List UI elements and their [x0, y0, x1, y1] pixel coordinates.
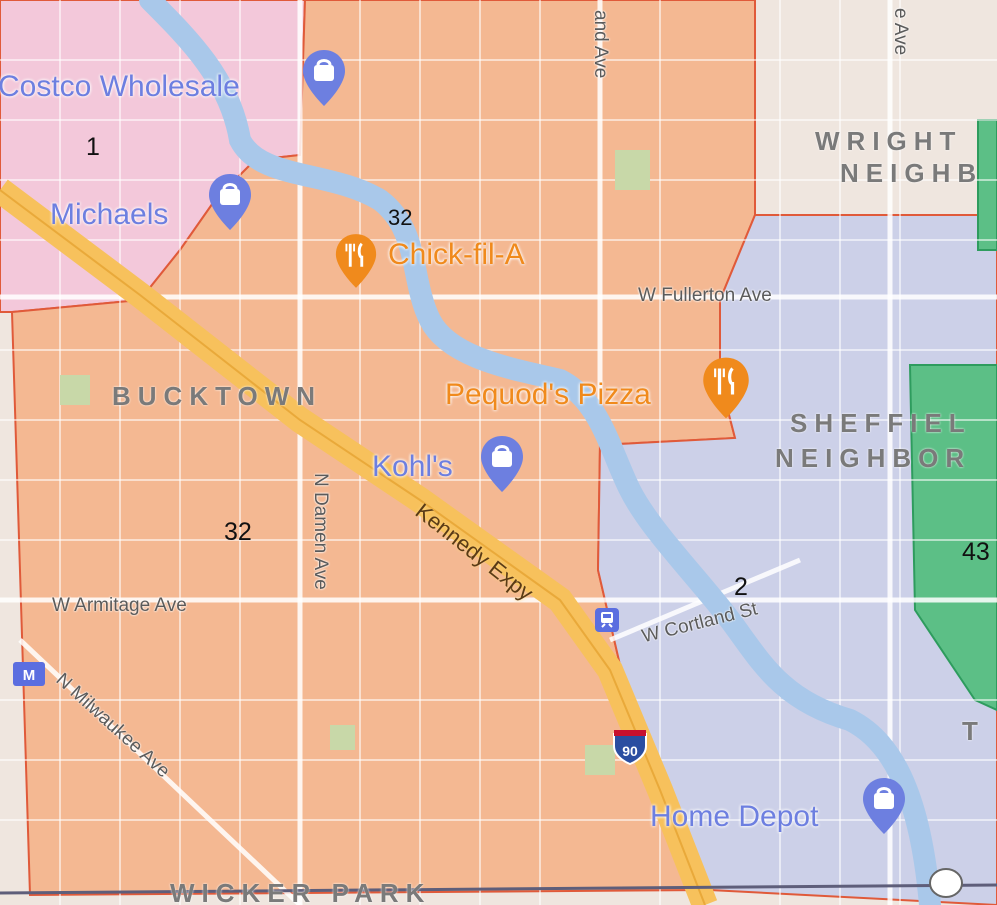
train-icon[interactable] [594, 607, 620, 633]
neighborhood-t: T [962, 716, 985, 746]
svg-text:M: M [23, 667, 36, 684]
ward-label-43: 43 [962, 538, 990, 566]
fork-knife-icon[interactable] [700, 355, 752, 421]
ward-label-1: 1 [86, 133, 100, 161]
shopping-bag-icon[interactable] [478, 428, 526, 500]
interstate-shield-icon: 90 [613, 730, 647, 766]
costco-label[interactable]: Costco Wholesale [0, 70, 240, 103]
metro-icon[interactable]: M [12, 661, 46, 687]
ward-label-2: 2 [734, 573, 748, 601]
fork-knife-icon[interactable] [333, 230, 379, 292]
route-badge-icon [929, 868, 963, 898]
shopping-bag-icon[interactable] [860, 775, 908, 837]
street-damen: N Damen Ave [310, 473, 331, 590]
street-ashland: and Ave [590, 10, 611, 79]
street-fullerton: W Fullerton Ave [638, 285, 772, 306]
ward-43-area [908, 364, 997, 712]
pequods-label[interactable]: Pequod's Pizza [445, 378, 651, 411]
neighborhood-sheffield: SHEFFIEL [790, 408, 972, 438]
homedepot-label[interactable]: Home Depot [650, 800, 819, 833]
kohls-label[interactable]: Kohl's [372, 450, 453, 483]
river [139, 0, 941, 905]
chickfila-label[interactable]: Chick-fil-A [388, 238, 525, 271]
street-armitage: W Armitage Ave [52, 595, 187, 616]
neighborhood-wright: WRIGHT [815, 126, 963, 156]
interstate-number: 90 [622, 743, 638, 759]
neighborhood-bucktown: BUCKTOWN [112, 381, 323, 411]
ward-label-32-top: 32 [388, 205, 413, 230]
neighborhood-wicker-park: WICKER PARK [170, 878, 432, 905]
street-top-right: e Ave [890, 8, 911, 56]
shopping-bag-icon[interactable] [206, 172, 254, 232]
neighborhood-neighbor: NEIGHBOR [775, 443, 972, 473]
shopping-bag-icon[interactable] [300, 48, 348, 108]
michaels-label[interactable]: Michaels [50, 198, 169, 231]
neighborhood-neigh: NEIGHB [840, 158, 984, 188]
ward-label-32: 32 [224, 518, 252, 546]
